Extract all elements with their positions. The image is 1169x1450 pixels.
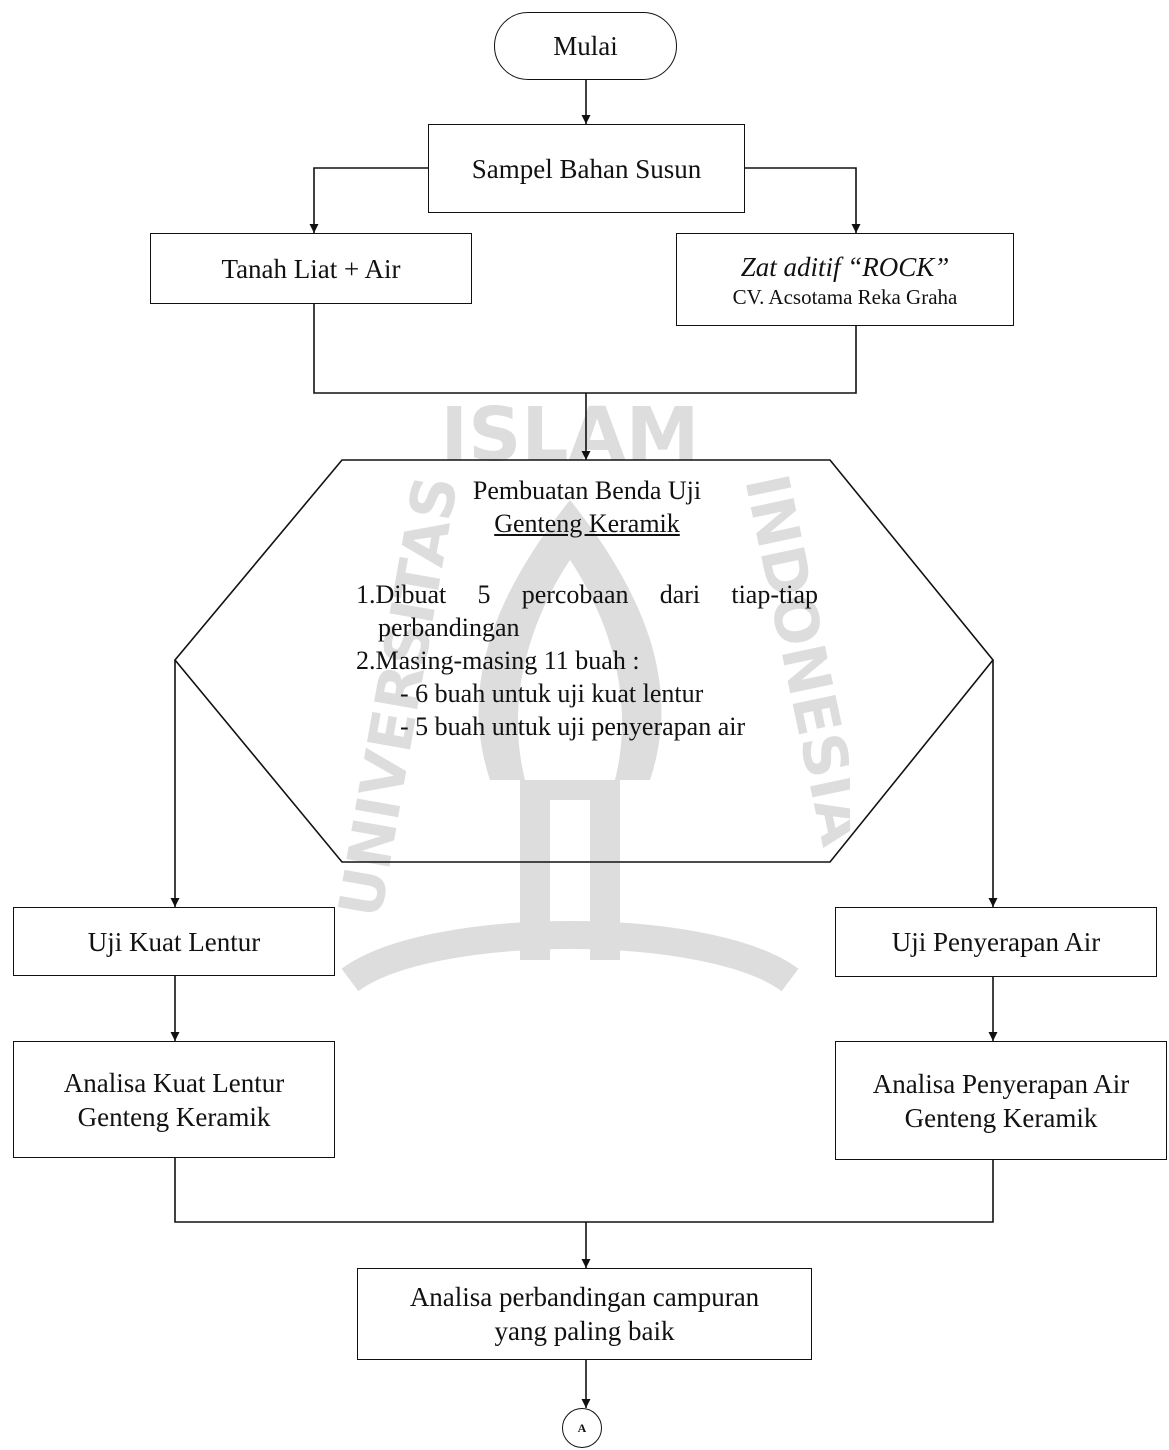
start-terminal: Mulai	[494, 12, 677, 80]
line-clay-merge	[313, 304, 586, 394]
preparation-content: Pembuatan Benda Uji Genteng Keramik 1.Di…	[356, 474, 818, 743]
preparation-step-1-line-2: perbandingan	[378, 613, 520, 642]
absorb-analysis-box: Analisa Penyerapan Air Genteng Keramik	[835, 1041, 1167, 1160]
flex-analysis-box: Analisa Kuat Lentur Genteng Keramik	[13, 1041, 335, 1158]
preparation-step-1-line-1: 1.Dibuat 5 percobaan dari tiap-tiap	[356, 580, 818, 609]
line-additive-merge	[586, 326, 857, 394]
additive-word: aditif	[783, 251, 841, 282]
arrow-sample-to-additive	[745, 167, 861, 233]
line-flex-analysis-merge	[174, 1158, 586, 1223]
absorb-test-box: Uji Penyerapan Air	[835, 907, 1157, 977]
flex-test-box: Uji Kuat Lentur	[13, 907, 335, 976]
flex-analysis-line-1: Analisa Kuat Lentur	[63, 1067, 285, 1098]
clay-water-label: Tanah Liat + Air	[221, 253, 401, 284]
absorb-test-label: Uji Penyerapan Air	[891, 927, 1101, 957]
preparation-sub-item-1: - 6 buah untuk uji kuat lentur	[400, 679, 704, 708]
additive-title: Zat aditif “ROCK”	[741, 250, 950, 284]
additive-name: “ROCK”	[840, 251, 950, 282]
connector-label: A	[577, 1420, 587, 1435]
line-absorb-analysis-merge	[586, 1160, 994, 1223]
preparation-step-2: 2.Masing-masing 11 buah :	[356, 646, 640, 675]
comparison-line-1: Analisa perbandingan campuran	[409, 1282, 760, 1312]
arrow-sample-to-clay	[309, 167, 428, 233]
off-page-connector: A	[562, 1408, 602, 1448]
comparison-analysis-box: Analisa perbandingan campuran yang palin…	[357, 1268, 812, 1360]
additive-prefix: Zat	[740, 251, 784, 282]
clay-water-box: Tanah Liat + Air	[150, 233, 472, 304]
additive-box: Zat aditif “ROCK” CV. Acsotama Reka Grah…	[676, 233, 1014, 326]
start-label: Mulai	[553, 30, 618, 61]
flex-test-label: Uji Kuat Lentur	[87, 926, 261, 957]
comparison-line-2: yang paling baik	[494, 1316, 675, 1346]
preparation-sub-item-2: - 5 buah untuk uji penyerapan air	[400, 712, 746, 741]
absorb-analysis-line-2: Genteng Keramik	[904, 1102, 1098, 1133]
sample-materials-label: Sampel Bahan Susun	[471, 153, 702, 184]
absorb-analysis-line-1: Analisa Penyerapan Air	[872, 1068, 1130, 1099]
preparation-subtitle: Genteng Keramik	[494, 509, 680, 538]
preparation-title: Pembuatan Benda Uji	[472, 476, 702, 505]
flex-analysis-line-2: Genteng Keramik	[77, 1101, 271, 1132]
additive-company: CV. Acsotama Reka Graha	[732, 284, 958, 309]
sample-materials-box: Sampel Bahan Susun	[428, 124, 745, 213]
